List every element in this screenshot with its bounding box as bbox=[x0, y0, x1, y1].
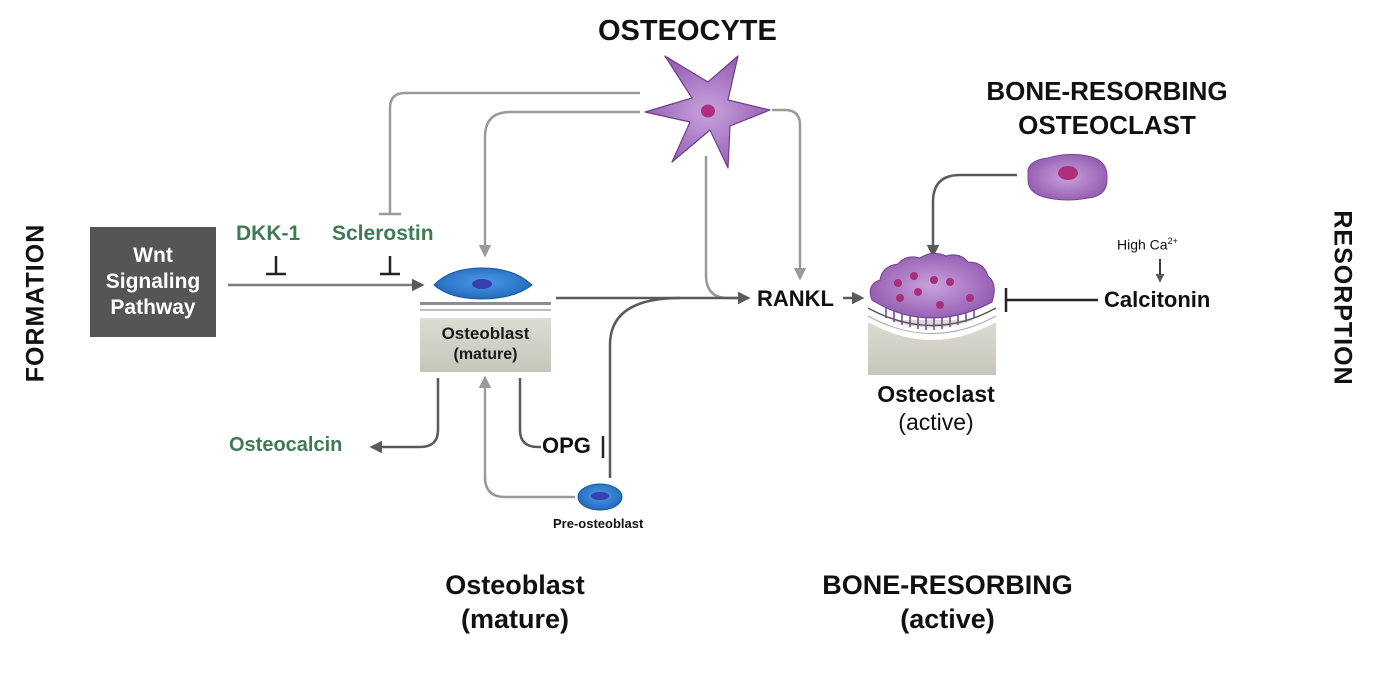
osteoblast-box-label: Osteoblast (mature) bbox=[420, 323, 551, 365]
bottom-osteoblast-label-line2: (mature) bbox=[460, 604, 569, 634]
bottom-osteoblast-label: Osteoblast (mature) bbox=[405, 568, 625, 636]
wnt-label-line2: Signaling bbox=[105, 270, 201, 293]
bottom-bone-resorbing-label-line2: (active) bbox=[900, 604, 995, 634]
osteoclast-active-label-line1: Osteoclast bbox=[877, 381, 995, 407]
osteoblast-surface-line-2 bbox=[420, 309, 551, 311]
bone-resorbing-osteoclast-title: BONE-RESORBING OSTEOCLAST bbox=[967, 74, 1247, 142]
osteoblast-to-opg-line bbox=[518, 378, 541, 449]
bone-resorbing-osteoclast-cell-icon bbox=[1027, 153, 1108, 201]
osteocyte-to-sclerostin-line bbox=[388, 91, 640, 214]
opg-label: OPG bbox=[542, 433, 591, 458]
osteocyte-to-osteoblast-arrow bbox=[478, 110, 640, 258]
osteoclast-active-cell-icon bbox=[867, 252, 997, 375]
high-calcium-label: High Ca2+ bbox=[1117, 236, 1178, 253]
bone-resorbing-osteoclast-title-line2: OSTEOCLAST bbox=[1018, 110, 1196, 140]
preosteoblast-to-rankl-line bbox=[608, 296, 681, 478]
osteoclast-active-label: Osteoclast (active) bbox=[856, 380, 1016, 436]
pre-osteoblast-cell-icon bbox=[577, 483, 623, 511]
osteocyte-right-to-rankl-arrow bbox=[772, 108, 807, 281]
osteocyte-cell-icon bbox=[644, 55, 771, 169]
wnt-label-line1: Wnt bbox=[133, 244, 173, 267]
preosteoblast-to-osteoblast-arrow bbox=[478, 375, 575, 499]
osteoblast-box-label-line2: (mature) bbox=[453, 346, 518, 363]
dkk1-inhibit-icon bbox=[266, 256, 286, 276]
high-calcium-text: High Ca bbox=[1117, 236, 1168, 253]
high-calcium-superscript: 2+ bbox=[1167, 236, 1178, 246]
bone-resorbing-osteoclast-title-line1: BONE-RESORBING bbox=[986, 76, 1228, 106]
bottom-osteoblast-label-line1: Osteoblast bbox=[445, 570, 585, 600]
pre-osteoblast-label: Pre-osteoblast bbox=[553, 516, 644, 531]
calcitonin-label: Calcitonin bbox=[1104, 287, 1211, 312]
osteocyte-down-to-rankl-arrow bbox=[704, 156, 751, 305]
osteoblast-surface-line bbox=[420, 302, 551, 305]
wnt-signaling-pathway-box: Wnt Signaling Pathway bbox=[90, 227, 216, 337]
osteoblast-box bbox=[420, 318, 551, 372]
osteoclast-active-label-line2: (active) bbox=[898, 409, 974, 435]
sclerostin-inhibit-icon bbox=[380, 256, 400, 276]
wnt-label-line3: Pathway bbox=[110, 296, 196, 319]
bottom-bone-resorbing-label: BONE-RESORBING (active) bbox=[800, 568, 1095, 636]
rankl-label: RANKL bbox=[757, 286, 834, 311]
osteoblast-mature-cell-icon bbox=[433, 267, 533, 300]
osteoblast-box-label-line1: Osteoblast bbox=[441, 324, 530, 343]
osteoblast-to-osteocalcin-arrow bbox=[369, 378, 440, 454]
osteocyte-title: OSTEOCYTE bbox=[598, 15, 777, 47]
sclerostin-label: Sclerostin bbox=[332, 222, 434, 245]
osteocalcin-label: Osteocalcin bbox=[229, 434, 343, 456]
resorption-side-label: RESORPTION bbox=[1328, 210, 1357, 386]
resorbing-osteoclast-to-osteoclast-arrow bbox=[926, 173, 1017, 258]
dkk1-label: DKK-1 bbox=[236, 222, 301, 245]
bottom-bone-resorbing-label-line1: BONE-RESORBING bbox=[822, 570, 1073, 600]
formation-side-label: FORMATION bbox=[21, 223, 50, 383]
